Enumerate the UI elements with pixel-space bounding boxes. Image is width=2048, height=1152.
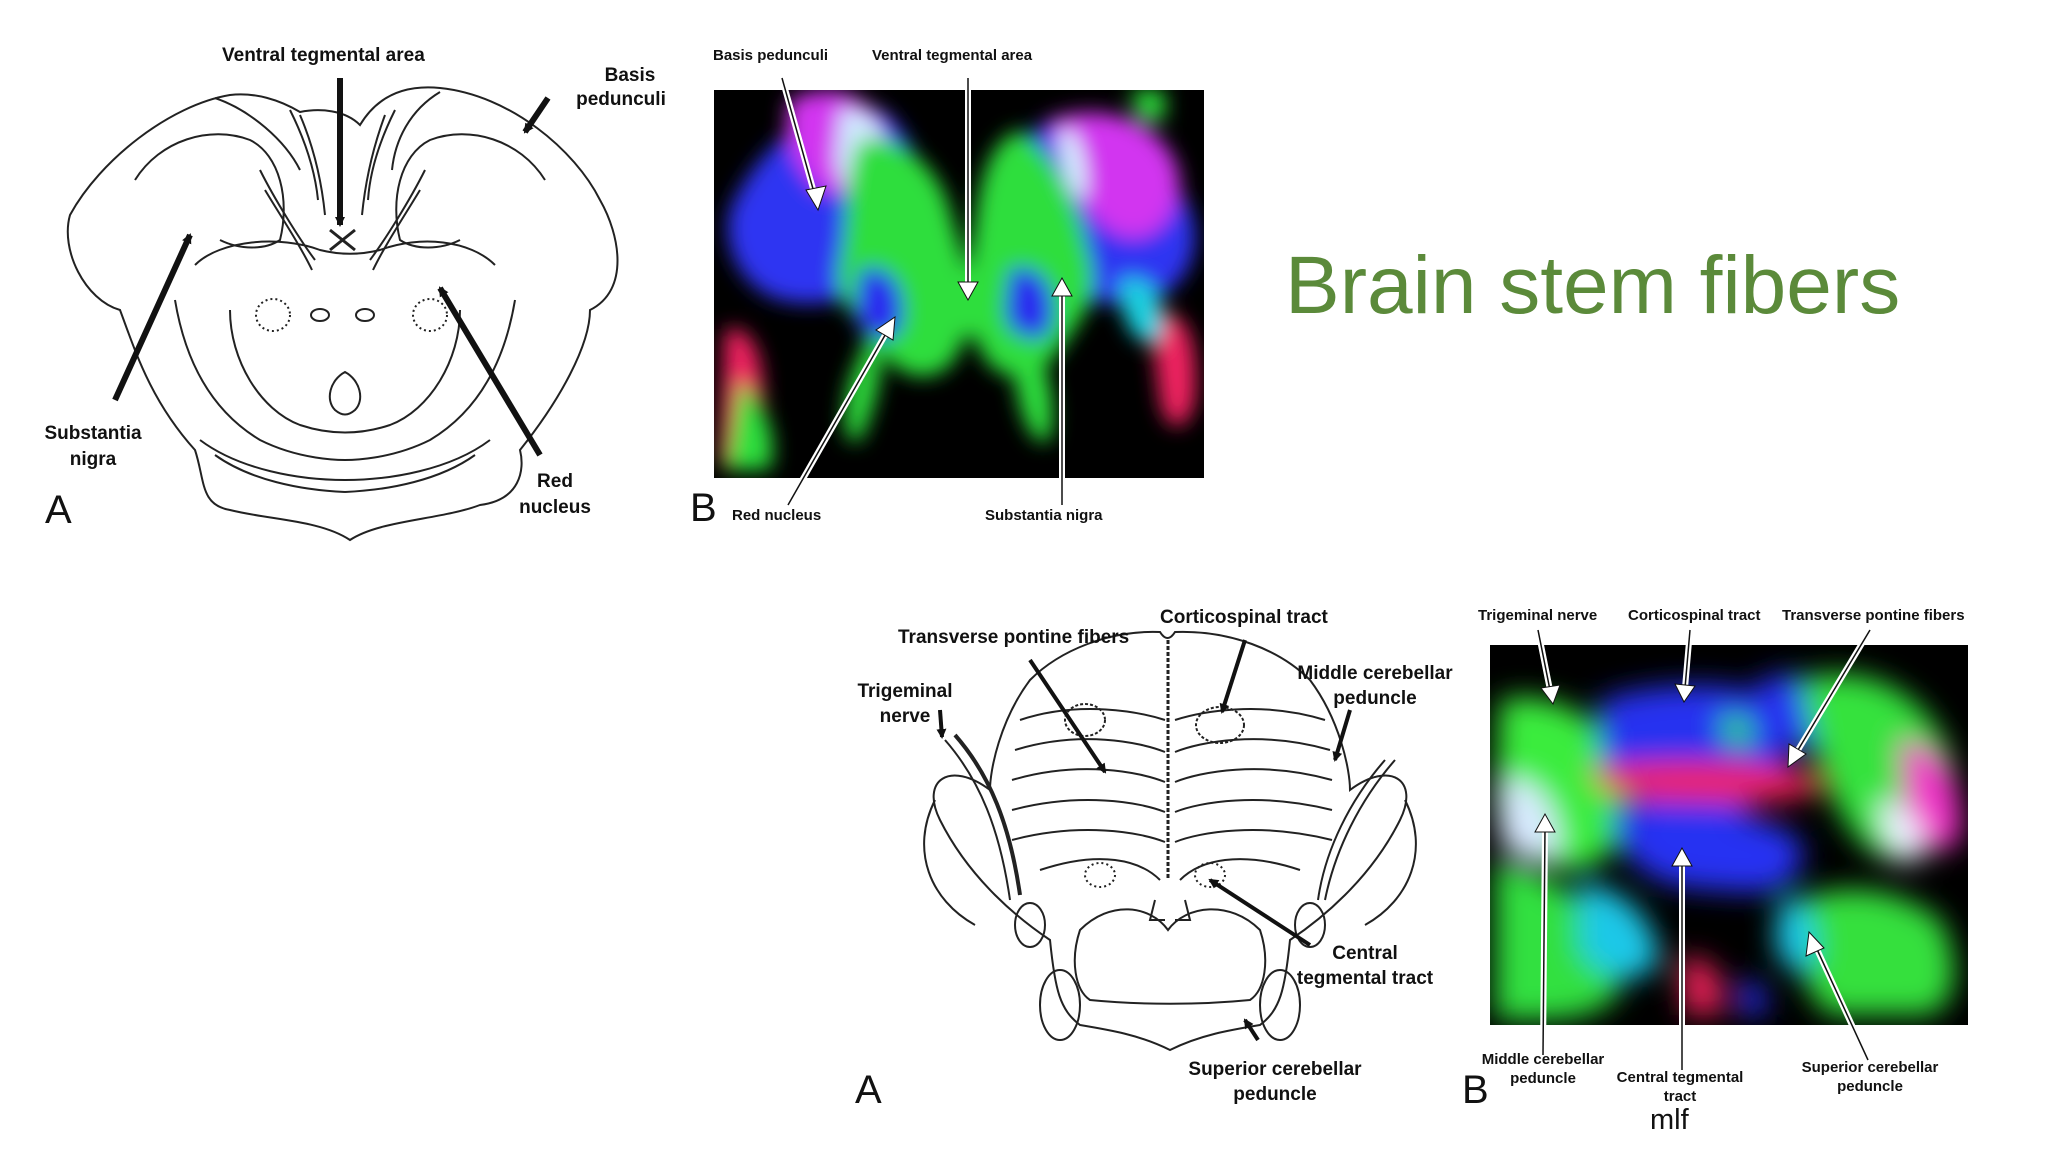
label-superior-cerebellar-peduncle-line1: Superior cerebellar	[1188, 1059, 1362, 1080]
label-central-tegmental-tract-line2: tegmental tract	[1296, 968, 1434, 989]
label-dti-central-tegmental-tract-line2: tract	[1663, 1088, 1697, 1105]
label-transverse-pontine-fibers: Transverse pontine fibers	[898, 627, 1130, 648]
label-dti-transverse-pontine-fibers: Transverse pontine fibers	[1782, 607, 1965, 624]
label-dti-ventral-tegmental-area: Ventral tegmental area	[872, 47, 1033, 64]
label-dti-basis-pedunculi: Basis pedunculi	[713, 47, 829, 64]
label-central-tegmental-tract-line1: Central	[1332, 943, 1398, 964]
dti-midbrain-arrows	[779, 77, 1073, 507]
label-dti-red-nucleus: Red nucleus	[732, 507, 822, 524]
label-dti-superior-cerebellar-peduncle-line1: Superior cerebellar	[1801, 1059, 1939, 1076]
label-substantia-nigra-line1: Substantia	[44, 423, 142, 444]
midbrain-drawing	[66, 86, 619, 542]
label-trigeminal-nerve-line2: nerve	[879, 706, 931, 727]
label-trigeminal-nerve-line1: Trigeminal	[857, 681, 953, 702]
label-middle-cerebellar-peduncle-line1: Middle cerebellar	[1297, 663, 1453, 684]
label-ventral-tegmental-area: Ventral tegmental area	[222, 45, 425, 66]
label-basis-pedunculi-line2: pedunculi	[576, 89, 666, 110]
label-substantia-nigra-line2: nigra	[69, 449, 117, 470]
label-dti-substantia-nigra: Substantia nigra	[985, 507, 1103, 524]
label-dti-superior-cerebellar-peduncle-line2: peduncle	[1837, 1078, 1903, 1095]
label-dti-middle-cerebellar-peduncle-line1: Middle cerebellar	[1481, 1051, 1605, 1068]
annotation-mlf: mlf	[1650, 1104, 1689, 1136]
dti-pons-image	[1495, 673, 1961, 1020]
label-dti-corticospinal-tract: Corticospinal tract	[1628, 607, 1761, 624]
midbrain-arrows	[112, 78, 551, 457]
label-red-nucleus-line1: Red	[537, 471, 573, 492]
label-red-nucleus-line2: nucleus	[519, 497, 591, 518]
label-dti-central-tegmental-tract-line1: Central tegmental	[1616, 1069, 1744, 1086]
panel-letter-1b: B	[690, 486, 717, 530]
label-superior-cerebellar-peduncle-line2: peduncle	[1233, 1084, 1317, 1105]
panel-letter-2a: A	[855, 1068, 882, 1112]
label-dti-middle-cerebellar-peduncle-line2: peduncle	[1510, 1070, 1576, 1087]
label-dti-trigeminal-nerve: Trigeminal nerve	[1478, 607, 1598, 624]
dti-midbrain-image	[720, 90, 1196, 470]
slide-title: Brain stem fibers	[1285, 240, 1901, 331]
label-basis-pedunculi-line1: Basis	[604, 65, 656, 86]
panel-letter-1a: A	[45, 488, 72, 532]
dti-pons-arrows	[1534, 628, 1873, 1070]
pons-arrows	[936, 639, 1352, 1042]
panel-letter-2b: B	[1462, 1068, 1489, 1112]
label-corticospinal-tract: Corticospinal tract	[1160, 607, 1328, 628]
label-middle-cerebellar-peduncle-line2: peduncle	[1333, 688, 1417, 709]
